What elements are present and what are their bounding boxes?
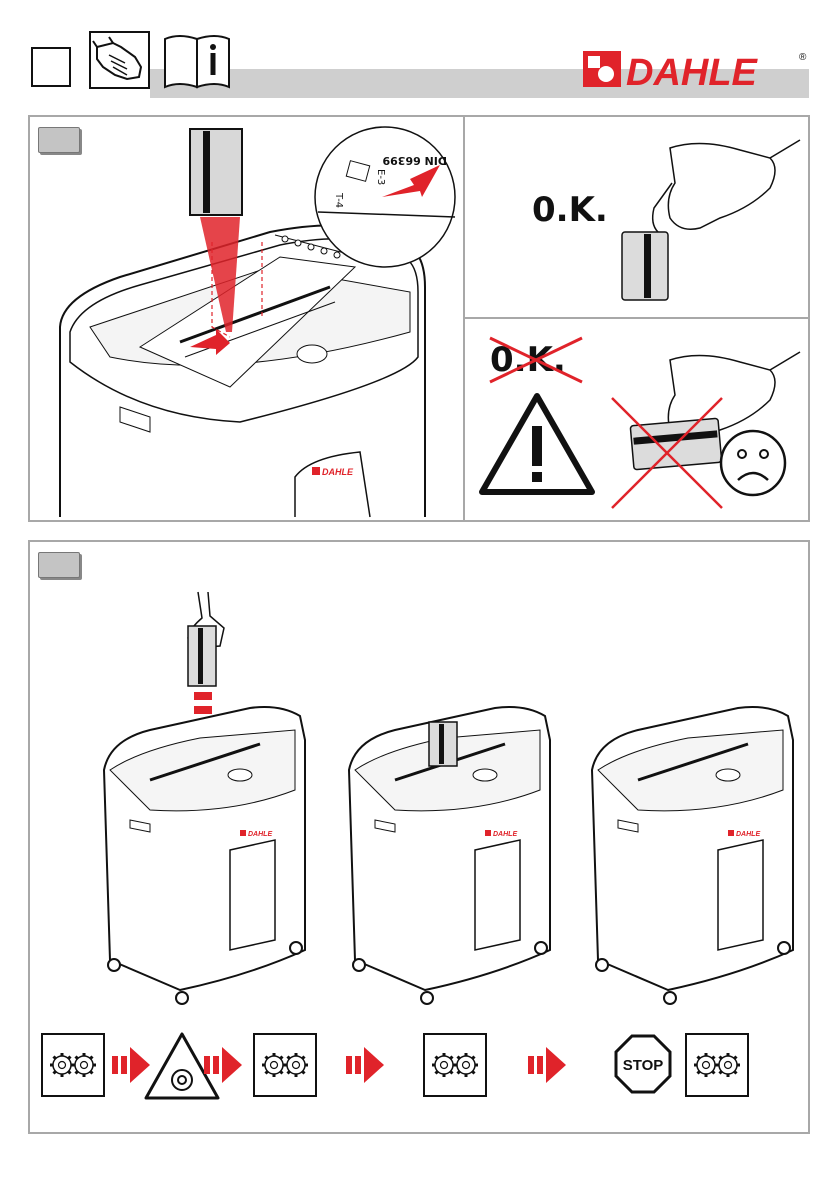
brand-logo: DAHLE ® [578,46,810,92]
credit-card [190,129,242,215]
shredder-logo-1: DAHLE [248,831,272,838]
shredder-logo-2: DAHLE [493,831,517,838]
shredder-logo-3: DAHLE [736,831,760,838]
shredder-step-done: DAHLE [588,700,798,1010]
shredder-step-shredding: DAHLE [345,700,555,1010]
shredder-top-illustration: DAHLE DIN 66399 E-3 T-4 [30,117,463,520]
sad-face-icon [718,428,788,498]
registered-mark: ® [799,52,807,63]
blank-square-icon [31,47,71,87]
security-level-e: E-3 [375,169,386,185]
step-badge-2 [38,552,80,578]
info-book-icon [161,31,233,89]
hand-holding-card-correct [610,128,806,308]
din-standard-label: DIN 66399 [382,154,447,167]
shredder-step-insert: DAHLE [100,700,310,1010]
ok-strike-cross [488,336,584,384]
brand-name: DAHLE [626,52,759,92]
security-level-t: T-4 [333,192,344,208]
shredder-logo: DAHLE [322,467,354,477]
panel-divider-horizontal [465,317,808,319]
stop-label: STOP [623,1057,664,1074]
hand-icon [89,31,150,89]
warning-triangle-icon [478,392,596,496]
operation-sequence-strip: STOP [40,1030,810,1102]
ok-label: 0.K. [532,190,608,230]
